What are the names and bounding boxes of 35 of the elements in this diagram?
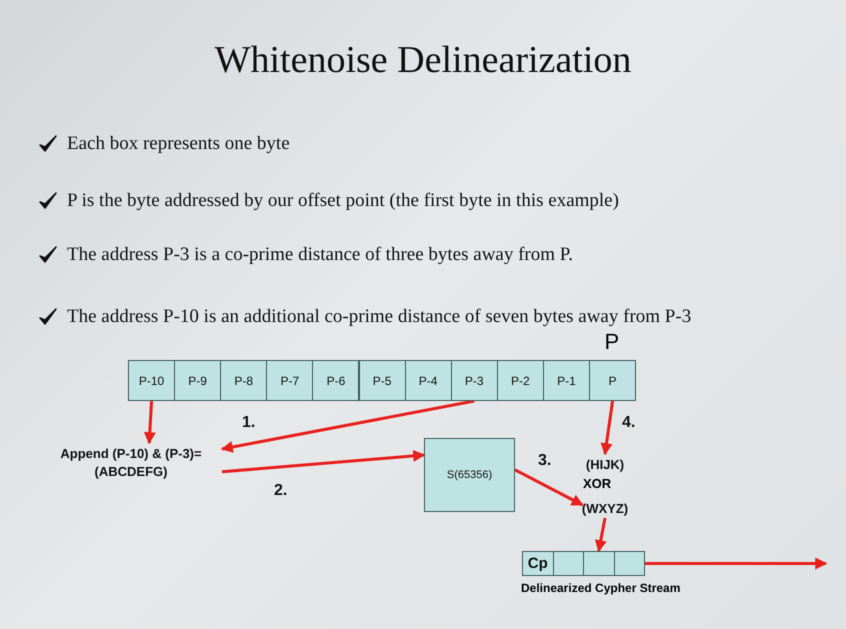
function-box: S(65356) bbox=[424, 438, 515, 512]
arrow bbox=[144, 400, 156, 444]
arrow bbox=[594, 518, 607, 552]
step-number: 3. bbox=[538, 452, 552, 470]
slide-title: Whitenoise Delinearization bbox=[214, 38, 632, 82]
byte-cell: P-1 bbox=[542, 360, 590, 401]
byte-cell: P-2 bbox=[496, 360, 544, 401]
step-number: 1. bbox=[242, 414, 256, 432]
byte-cell: P-3 bbox=[450, 360, 498, 401]
operator-text: XOR bbox=[583, 476, 612, 491]
byte-cell: P-9 bbox=[174, 360, 222, 401]
bullet-text: P is the byte addressed by our offset point (the first byte in this example) bbox=[67, 190, 619, 212]
bullet-text: The address P-10 is an additional co-prime distance of seven bytes away from P-3 bbox=[67, 306, 692, 328]
step-number: 2. bbox=[274, 482, 288, 500]
bullet-text: The address P-3 is a co-prime distance of three bytes away from P. bbox=[67, 244, 573, 266]
value-text: (HIJK) bbox=[582, 454, 628, 474]
byte-cell: P-6 bbox=[312, 360, 360, 401]
byte-cell: P-5 bbox=[358, 360, 406, 401]
step-number: 4. bbox=[622, 414, 636, 432]
byte-cell: P-8 bbox=[220, 360, 268, 401]
stream-caption: Delinearized Cypher Stream bbox=[521, 581, 680, 595]
arrow bbox=[222, 450, 426, 474]
arrow bbox=[514, 468, 584, 506]
arrow bbox=[220, 400, 475, 453]
byte-cell: P-7 bbox=[266, 360, 314, 401]
arrow bbox=[600, 400, 614, 456]
value-text: Append (P-10) & (P-3)= (ABCDEFG) bbox=[40, 443, 222, 483]
value-text: (WXYZ) bbox=[580, 498, 630, 518]
byte-cell: P bbox=[589, 360, 636, 401]
arrow bbox=[645, 558, 828, 570]
byte-cell: P-4 bbox=[404, 360, 452, 401]
cell-marker: P bbox=[604, 329, 620, 355]
byte-cell: Cp bbox=[522, 551, 554, 576]
bullet-text: Each box represents one byte bbox=[67, 133, 290, 155]
byte-cell: P-10 bbox=[128, 360, 176, 401]
